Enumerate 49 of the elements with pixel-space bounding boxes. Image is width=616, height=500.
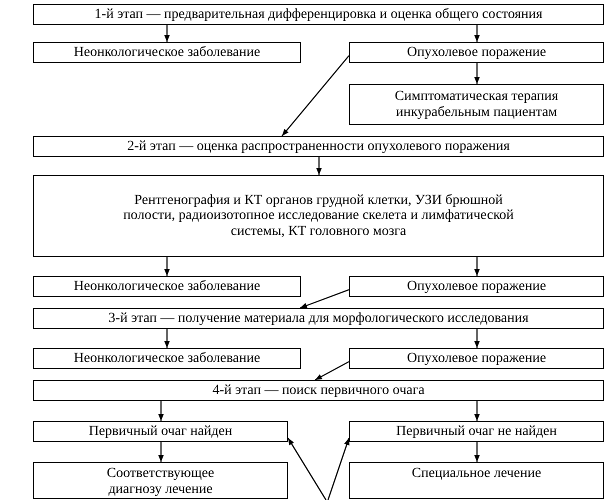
- arrow: [158, 442, 164, 462]
- process-box: [349, 348, 604, 369]
- arrow: [314, 361, 350, 381]
- arrow: [474, 63, 480, 84]
- process-box: [33, 276, 301, 297]
- process-box: [33, 462, 288, 499]
- arrow: [164, 257, 170, 276]
- box-text: Опухолевое поражение: [406, 44, 546, 60]
- arrow: [316, 157, 322, 175]
- box-text: Опухолевое поражение: [406, 278, 546, 294]
- process-box: [33, 4, 604, 25]
- arrow: [474, 25, 480, 42]
- process-box: [349, 42, 604, 63]
- box-text: Соответствующее диагнозу лечение: [106, 466, 216, 497]
- arrow: [158, 401, 164, 421]
- process-box: [349, 462, 604, 499]
- process-box: [349, 84, 604, 125]
- box-text: 2-й этап — оценка распространенности опухолевого поражения: [127, 138, 510, 154]
- box-text: Неонкологическое заболевание: [74, 350, 260, 366]
- process-box: [349, 421, 604, 442]
- arrow: [474, 401, 480, 421]
- arrow: [282, 55, 350, 136]
- arrow: [474, 329, 480, 348]
- box-text: Специальное лечение: [412, 466, 542, 482]
- arrow: [287, 438, 327, 500]
- process-box: [349, 276, 604, 297]
- box-text: Неонкологическое заболевание: [74, 44, 260, 60]
- process-box: [33, 348, 301, 369]
- process-box: [33, 136, 604, 157]
- box-text: Симптоматическая терапия инкурабельным пациентам: [394, 89, 560, 120]
- arrow: [300, 289, 350, 309]
- process-box: [33, 42, 301, 63]
- box-text: Опухолевое поражение: [406, 350, 546, 366]
- box-text: Первичный очаг не найден: [396, 424, 557, 440]
- box-text: Первичный очаг найден: [88, 424, 232, 440]
- process-box: [33, 308, 604, 329]
- box-text: 1-й этап — предварительная дифференцировка и оценка общего состояния: [94, 6, 542, 22]
- arrow: [474, 257, 480, 276]
- arrow: [164, 329, 170, 348]
- box-text: 3-й этап — получение материала для морфологического исследования: [108, 310, 529, 326]
- process-box: [33, 421, 288, 442]
- box-text: 4-й этап — поиск первичного очага: [212, 382, 425, 398]
- arrow: [164, 25, 170, 42]
- arrow: [327, 438, 350, 500]
- process-box: [33, 175, 604, 257]
- process-box: [33, 380, 604, 401]
- arrow: [474, 442, 480, 462]
- box-text: Рентгенография и КТ органов грудной клетки, УЗИ брюшной полости, радиоизотопное исследование скелета и лимфатической системы, КТ головного мозга: [122, 192, 515, 240]
- box-text: Неонкологическое заболевание: [74, 278, 260, 294]
